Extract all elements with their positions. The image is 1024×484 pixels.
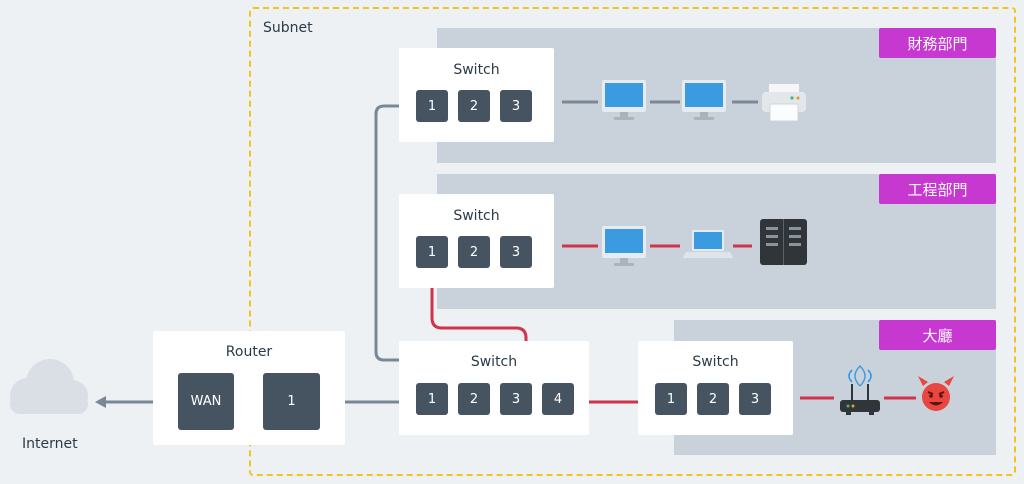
switch-engineering-title: Switch — [453, 208, 500, 224]
subnet-label: Subnet — [263, 20, 313, 36]
switch-core-port-2[interactable]: 2 — [458, 383, 490, 415]
server-icon — [760, 219, 807, 265]
switch-lobby-port-1[interactable]: 1 — [655, 383, 687, 415]
switch-engineering-port-1[interactable]: 1 — [416, 236, 448, 268]
switch-lobby: Switch 1 2 3 — [638, 341, 793, 435]
switch-core-port-3[interactable]: 3 — [500, 383, 532, 415]
router-port-1[interactable]: 1 — [263, 373, 320, 430]
router-port-wan[interactable]: WAN — [178, 373, 234, 430]
dept-label-engineering: 工程部門 — [879, 174, 996, 204]
switch-lobby-title: Switch — [692, 354, 739, 370]
laptop-icon — [683, 230, 733, 258]
switch-engineering: Switch 1 2 3 — [399, 194, 554, 288]
monitor-icon — [602, 226, 646, 266]
switch-lobby-port-3[interactable]: 3 — [739, 383, 771, 415]
switch-finance-port-2[interactable]: 2 — [458, 90, 490, 122]
monitor-icon — [682, 80, 726, 120]
switch-finance: Switch 1 2 3 — [399, 48, 554, 142]
link-engineering-uplink — [430, 268, 528, 386]
wifi-router-icon — [840, 365, 880, 415]
devil-icon — [918, 376, 954, 411]
dept-label-lobby: 大廳 — [879, 320, 996, 350]
switch-lobby-port-2[interactable]: 2 — [697, 383, 729, 415]
switch-core: Switch 1 2 3 4 — [399, 341, 589, 435]
monitor-icon — [602, 80, 646, 120]
printer-icon — [762, 84, 806, 122]
arrow-head — [95, 396, 106, 408]
switch-core-port-1[interactable]: 1 — [416, 383, 448, 415]
switch-core-title: Switch — [470, 354, 518, 370]
subnet-boundary — [249, 7, 1016, 476]
router-card: Router WAN 1 — [153, 331, 345, 445]
switch-core-port-4[interactable]: 4 — [542, 383, 574, 415]
switch-finance-port-3[interactable]: 3 — [500, 90, 532, 122]
switch-finance-port-1[interactable]: 1 — [416, 90, 448, 122]
switch-engineering-port-3[interactable]: 3 — [500, 236, 532, 268]
switch-finance-title: Switch — [453, 62, 500, 78]
dept-label-finance: 財務部門 — [879, 28, 996, 58]
router-title: Router — [225, 344, 273, 360]
internet-label: Internet — [22, 436, 78, 452]
switch-engineering-port-2[interactable]: 2 — [458, 236, 490, 268]
